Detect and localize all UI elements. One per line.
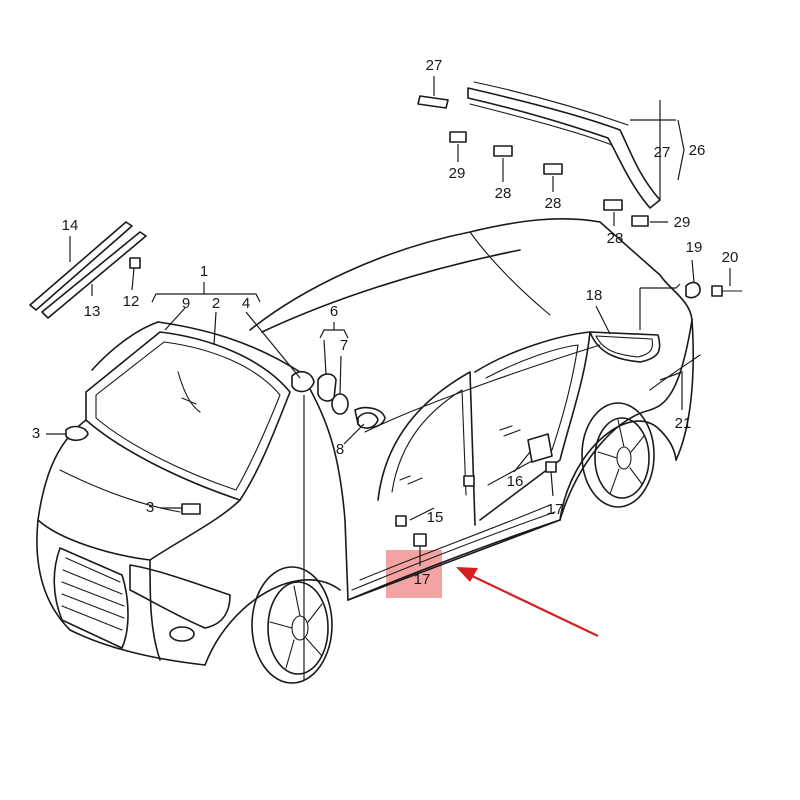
- callout-27-right: 27: [654, 144, 671, 161]
- callout-16: 16: [507, 473, 524, 490]
- callout-6: 6: [330, 303, 338, 320]
- part-7: [331, 393, 349, 415]
- callout-14: 14: [62, 217, 79, 234]
- screw-17a-head: [395, 515, 407, 527]
- bracket-19: [685, 281, 701, 299]
- side-strips: [29, 221, 147, 319]
- callout-28-a: 28: [495, 185, 512, 202]
- callout-8: 8: [336, 441, 344, 458]
- callout-4: 4: [242, 295, 250, 312]
- callout-2: 2: [212, 295, 220, 312]
- callout-29-b: 29: [674, 214, 691, 231]
- callout-26: 26: [689, 142, 706, 159]
- car-body: [36, 218, 701, 684]
- bracket-16: [527, 433, 553, 463]
- screw-17a: [413, 533, 427, 547]
- callout-21: 21: [675, 415, 692, 432]
- clip-3a: [65, 425, 89, 442]
- callout-20: 20: [722, 249, 739, 266]
- clip-12: [129, 257, 141, 269]
- clip-3b: [181, 503, 201, 515]
- callout-18: 18: [586, 287, 603, 304]
- callout-7: 7: [340, 337, 348, 354]
- callout-12: 12: [123, 293, 140, 310]
- arrow-shaft: [469, 574, 599, 637]
- screw-17b: [545, 461, 557, 473]
- callout-labels: 1 2 9 4 3 3 6 7 8 12 13 14 15 16 17 17 1…: [32, 57, 739, 588]
- callout-3-bottom: 3: [146, 499, 154, 516]
- callout-28-c: 28: [607, 230, 624, 247]
- trim-clip-27: [417, 95, 449, 109]
- clip-28a: [493, 145, 513, 157]
- callout-19: 19: [686, 239, 703, 256]
- part-4: [291, 370, 315, 393]
- callout-27-top: 27: [426, 57, 443, 74]
- roof-molding: [417, 81, 661, 209]
- red-pointer-arrow: [456, 567, 599, 637]
- part-6: [317, 373, 337, 402]
- clip-28b: [543, 163, 563, 175]
- clip-29b: [631, 215, 649, 227]
- clip-29a: [449, 131, 467, 143]
- leader-lines: [46, 76, 731, 680]
- arrow-head: [456, 567, 478, 582]
- callout-9: 9: [182, 295, 190, 312]
- callout-29-a: 29: [449, 165, 466, 182]
- clip-28c: [603, 199, 623, 211]
- callout-17-right: 17: [547, 501, 564, 518]
- callout-15: 15: [427, 509, 444, 526]
- callout-17-highlighted: 17: [414, 571, 431, 588]
- small-parts: [65, 131, 743, 547]
- screw-20: [711, 285, 723, 297]
- callout-13: 13: [84, 303, 101, 320]
- callout-3-top: 3: [32, 425, 40, 442]
- callout-28-b: 28: [545, 195, 562, 212]
- clip-15: [463, 475, 475, 487]
- callout-1: 1: [200, 263, 208, 280]
- part-8: [357, 412, 379, 429]
